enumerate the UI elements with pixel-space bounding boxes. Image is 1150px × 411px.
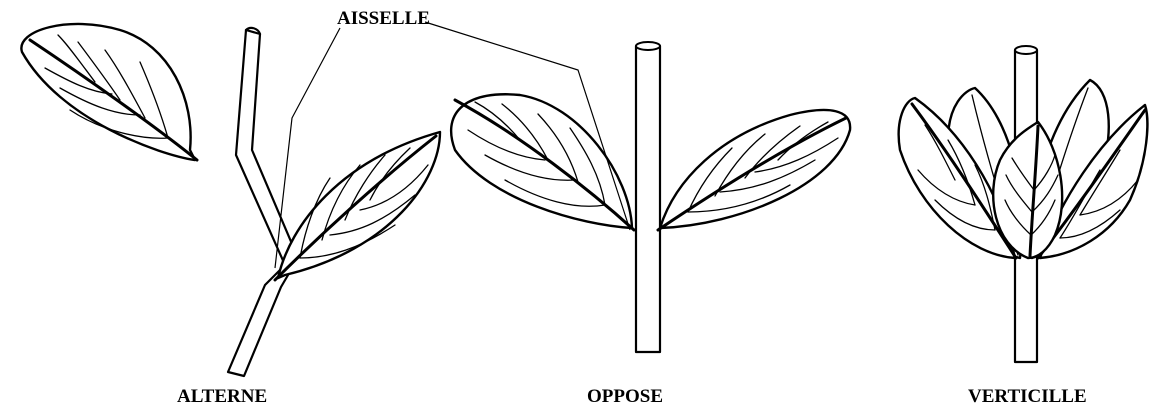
opposite-label: OPPOSE (587, 386, 663, 407)
alternate-label: ALTERNE (177, 386, 267, 407)
whorled-arrangement (899, 46, 1148, 362)
axil-label: AISSELLE (337, 8, 430, 29)
opposite-arrangement (451, 42, 850, 352)
opposite-stem (636, 46, 660, 352)
alternate-stem (228, 30, 298, 376)
alternate-arrangement (21, 24, 440, 376)
whorled-label: VERTICILLE (968, 386, 1087, 407)
